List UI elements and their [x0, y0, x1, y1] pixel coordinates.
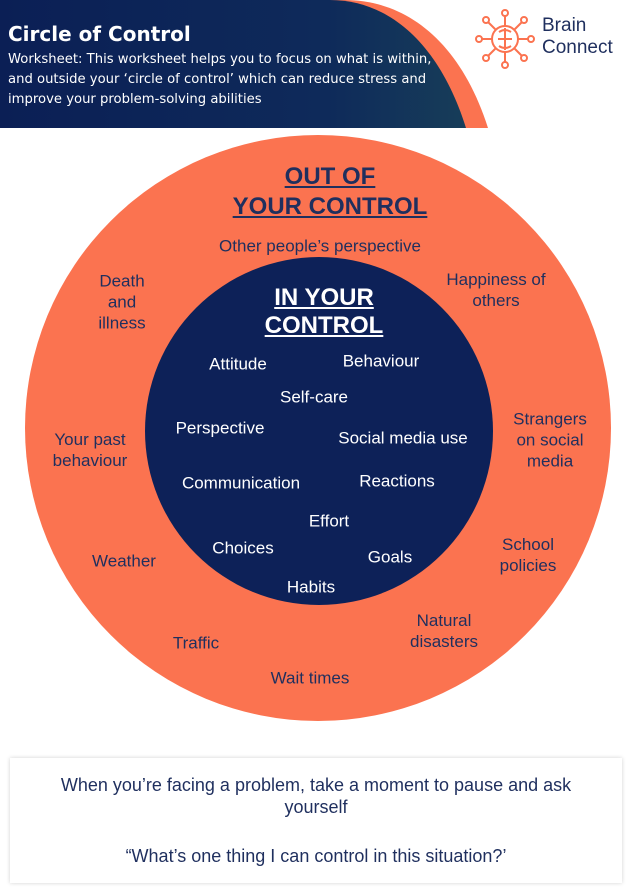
inner-item: Self-care	[279, 387, 349, 407]
outer-item: Your past behaviour	[52, 430, 128, 470]
outer-item: Wait times	[270, 668, 350, 688]
outer-item: Natural disasters	[409, 611, 479, 651]
inner-item: Attitude	[209, 354, 267, 374]
brain-network-icon	[475, 9, 535, 69]
outer-item: Happiness of others	[446, 270, 546, 310]
brand-name: Brain Connect	[542, 15, 613, 58]
inner-item: Effort	[308, 511, 350, 531]
inner-circle-title: IN YOUR CONTROL	[264, 284, 384, 339]
prompt-text: When you’re facing a problem, take a mom…	[60, 775, 572, 817]
inner-item: Behaviour	[342, 351, 420, 371]
inner-item: Choices	[212, 538, 274, 558]
outer-circle-title: OUT OF YOUR CONTROL	[232, 163, 428, 220]
page-title: Circle of Control	[8, 22, 191, 46]
outer-item: Strangers on social media	[513, 409, 587, 471]
outer-item: Traffic	[172, 633, 220, 653]
outer-item: Weather	[92, 551, 156, 571]
outer-item: Other people’s perspective	[219, 236, 421, 256]
inner-item: Reactions	[359, 471, 435, 491]
inner-item: Perspective	[175, 418, 265, 438]
header-banner	[0, 0, 488, 128]
inner-item: Communication	[181, 473, 301, 493]
outer-item: School policies	[499, 535, 557, 575]
inner-item: Habits	[286, 577, 336, 597]
inner-item: Goals	[367, 547, 413, 567]
inner-item: Social media use	[338, 428, 468, 448]
inner-circle	[145, 257, 493, 605]
prompt-question: “What’s one thing I can control in this …	[125, 846, 507, 866]
worksheet-description: Worksheet: This worksheet helps you to f…	[8, 52, 432, 107]
reflection-prompt-box: When you’re facing a problem, take a mom…	[10, 758, 622, 883]
outer-item: Death and illness	[98, 271, 146, 333]
